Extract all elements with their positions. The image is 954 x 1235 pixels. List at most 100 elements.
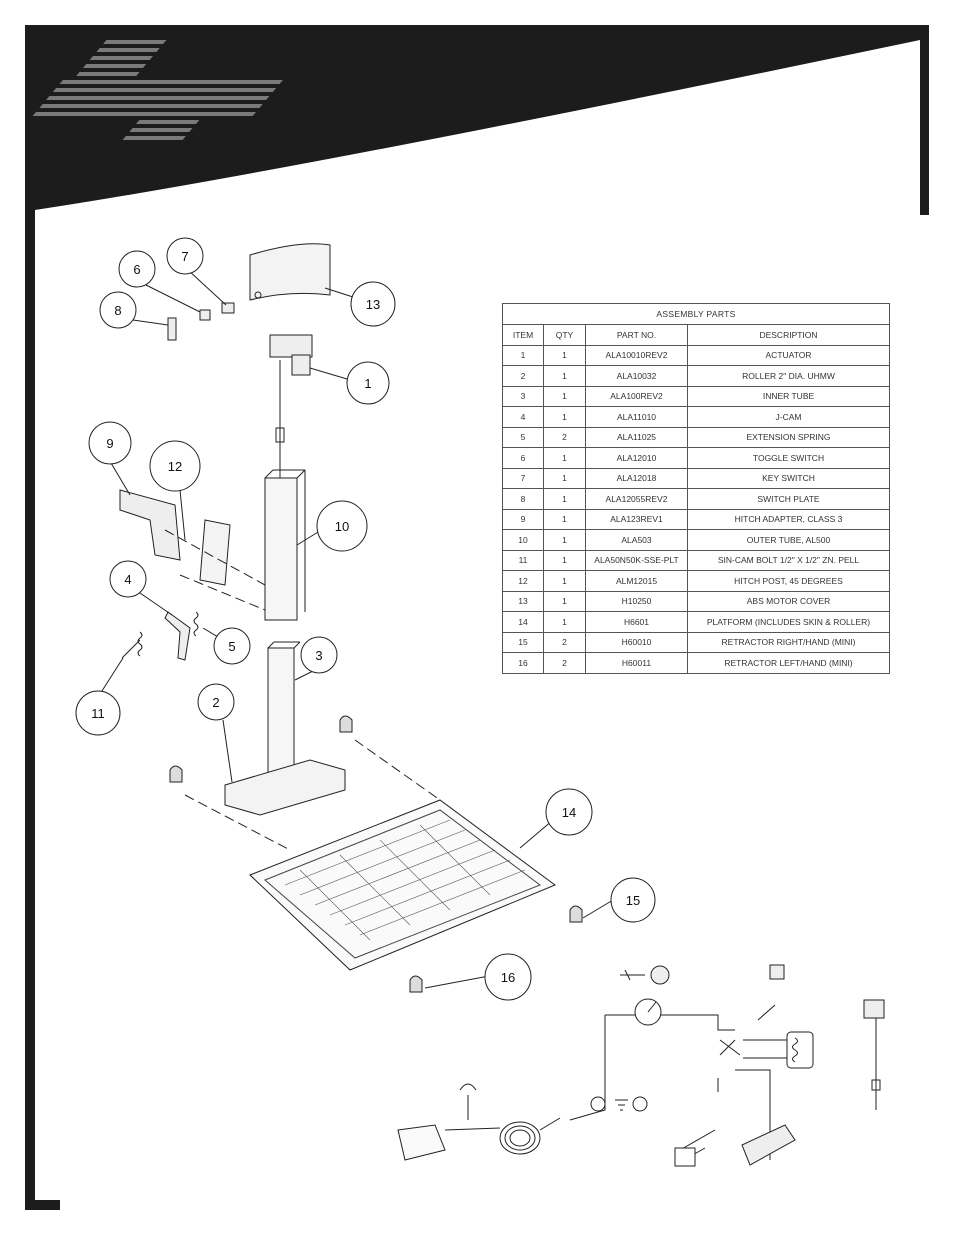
toggle-switch-icon [769, 964, 785, 980]
wiring-diagram [397, 964, 885, 1167]
retractor-right-part [569, 905, 583, 923]
table-cell: 13 [502, 590, 544, 612]
table-cell: ALA12055REV2 [585, 488, 688, 510]
table-cell: RETRACTOR RIGHT/HAND (MINI) [687, 631, 890, 653]
table-cell: 1 [543, 365, 586, 387]
table-cell: 11 [502, 549, 544, 571]
table-cell: 12 [502, 570, 544, 592]
table-cell: OUTER TUBE, AL500 [687, 529, 890, 551]
outer-tube-part [264, 477, 298, 621]
assembly-parts-table: ASSEMBLY PARTS ITEM QTY PART NO. DESCRIP… [502, 303, 890, 674]
table-cell: KEY SWITCH [687, 467, 890, 489]
table-cell: H6601 [585, 611, 688, 633]
header-qty: QTY [543, 324, 586, 346]
callout-2 [197, 683, 235, 721]
logo-stripes-icon [32, 40, 283, 140]
exploded-assembly-drawing [119, 243, 583, 993]
callout-3 [300, 636, 338, 674]
svg-text:9: 9 [106, 436, 113, 451]
table-cell: 1 [543, 467, 586, 489]
hitch-post-part [199, 519, 231, 586]
svg-text:13: 13 [366, 297, 380, 312]
table-cell: 5 [502, 426, 544, 448]
toggle-switch-part [199, 309, 211, 321]
callout-1 [346, 361, 390, 405]
table-cell: 1 [543, 611, 586, 633]
table-cell: 1 [543, 590, 586, 612]
table-cell: ALA503 [585, 529, 688, 551]
table-cell: ALA12018 [585, 467, 688, 489]
coil-icon [786, 1031, 814, 1069]
plug-icon [674, 1147, 696, 1167]
table-cell: 1 [543, 406, 586, 428]
table-cell: 2 [502, 365, 544, 387]
table-cell: ALA12010 [585, 447, 688, 469]
svg-text:15: 15 [626, 893, 640, 908]
svg-text:10: 10 [335, 519, 349, 534]
platform-part [249, 799, 557, 971]
table-cell: 14 [502, 611, 544, 633]
svg-text:6: 6 [133, 262, 140, 277]
table-cell: H60011 [585, 652, 688, 674]
table-cell: 10 [502, 529, 544, 551]
table-cell: INNER TUBE [687, 385, 890, 407]
table-cell: 7 [502, 467, 544, 489]
retractor-left-part [169, 765, 183, 783]
spring-part [193, 611, 199, 637]
table-cell: ALA11025 [585, 426, 688, 448]
table-cell: HITCH ADAPTER, CLASS 3 [687, 508, 890, 530]
callout-6 [118, 250, 156, 288]
callout-14 [545, 788, 593, 836]
table-cell: HITCH POST, 45 DEGREES [687, 570, 890, 592]
callout-15 [610, 877, 656, 923]
callout-8 [99, 291, 137, 329]
header-item: ITEM [502, 324, 544, 346]
table-cell: TOGGLE SWITCH [687, 447, 890, 469]
table-cell: J-CAM [687, 406, 890, 428]
key-switch-icon [650, 965, 670, 985]
table-cell: ABS MOTOR COVER [687, 590, 890, 612]
table-cell: ALA11010 [585, 406, 688, 428]
switch-plate-part [167, 317, 177, 341]
svg-text:11: 11 [91, 706, 105, 721]
table-cell: 16 [502, 652, 544, 674]
svg-text:2: 2 [212, 695, 219, 710]
table-cell: RETRACTOR LEFT/HAND (MINI) [687, 652, 890, 674]
table-cell: SIN-CAM BOLT 1/2" X 1/2" ZN. PELL [687, 549, 890, 571]
table-cell: ALA10010REV2 [585, 344, 688, 366]
battery-icon [397, 1124, 446, 1161]
callout-10 [149, 440, 201, 492]
table-cell: EXTENSION SPRING [687, 426, 890, 448]
table-cell: 1 [543, 447, 586, 469]
table-cell: 1 [543, 529, 586, 551]
table-cell: 1 [502, 344, 544, 366]
callout-7 [166, 237, 204, 275]
table-cell: 3 [502, 385, 544, 407]
callout-16 [484, 953, 532, 1001]
svg-text:12: 12 [168, 459, 182, 474]
svg-text:8: 8 [114, 303, 121, 318]
table-cell: ROLLER 2" DIA. UHMW [687, 365, 890, 387]
table-cell: 1 [543, 385, 586, 407]
svg-text:14: 14 [562, 805, 576, 820]
table-caption: ASSEMBLY PARTS [502, 303, 890, 325]
inner-tube-part [267, 647, 295, 779]
svg-text:4: 4 [124, 572, 131, 587]
callout-12 [75, 690, 121, 736]
svg-text:1: 1 [364, 376, 371, 391]
svg-text:5: 5 [228, 639, 235, 654]
callouts [75, 237, 656, 1001]
motor-cover-part [249, 243, 331, 301]
